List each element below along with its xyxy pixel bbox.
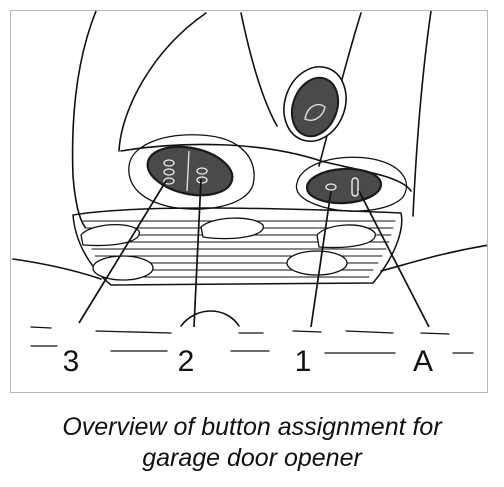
callout-a: A — [412, 345, 434, 378]
baseline-dashes — [30, 326, 474, 354]
console-ridge — [120, 143, 412, 192]
headliner-edge-left — [12, 258, 102, 280]
dome-button-icon — [283, 66, 347, 142]
leader-line-3 — [78, 180, 167, 324]
callout-3: 3 — [62, 345, 80, 378]
figure-frame: 3 2 1 A — [10, 10, 488, 393]
leader-lines — [78, 178, 430, 328]
callout-2: 2 — [177, 345, 195, 378]
grille-light-right — [286, 250, 348, 276]
console-outline-inner-left — [118, 12, 207, 152]
caption-line-2: garage door opener — [142, 444, 362, 472]
grille-lens-left — [80, 223, 140, 247]
callout-1: 1 — [294, 345, 312, 378]
mirror-mount-curve — [180, 310, 240, 327]
right-housing — [295, 156, 408, 212]
caption-line-1: Overview of button assignment for — [62, 413, 442, 441]
buttons-2-3-icon — [146, 145, 234, 197]
console-outline-upper — [240, 12, 278, 127]
leader-line-1 — [310, 190, 332, 328]
grille-light-left — [92, 255, 154, 281]
grille-lens-right — [316, 224, 376, 249]
figure-caption: Overview of button assignment for garage… — [0, 412, 504, 474]
button-1-icon — [305, 167, 383, 205]
grille-outline — [72, 207, 403, 286]
console-outline-right — [412, 11, 432, 217]
headliner-edge-right — [380, 244, 487, 272]
grille-lens-center — [200, 217, 264, 240]
garage-opener-illustration — [12, 11, 487, 354]
console-outline-left — [71, 11, 97, 228]
leader-line-a — [358, 190, 430, 328]
leader-line-2 — [193, 178, 202, 328]
